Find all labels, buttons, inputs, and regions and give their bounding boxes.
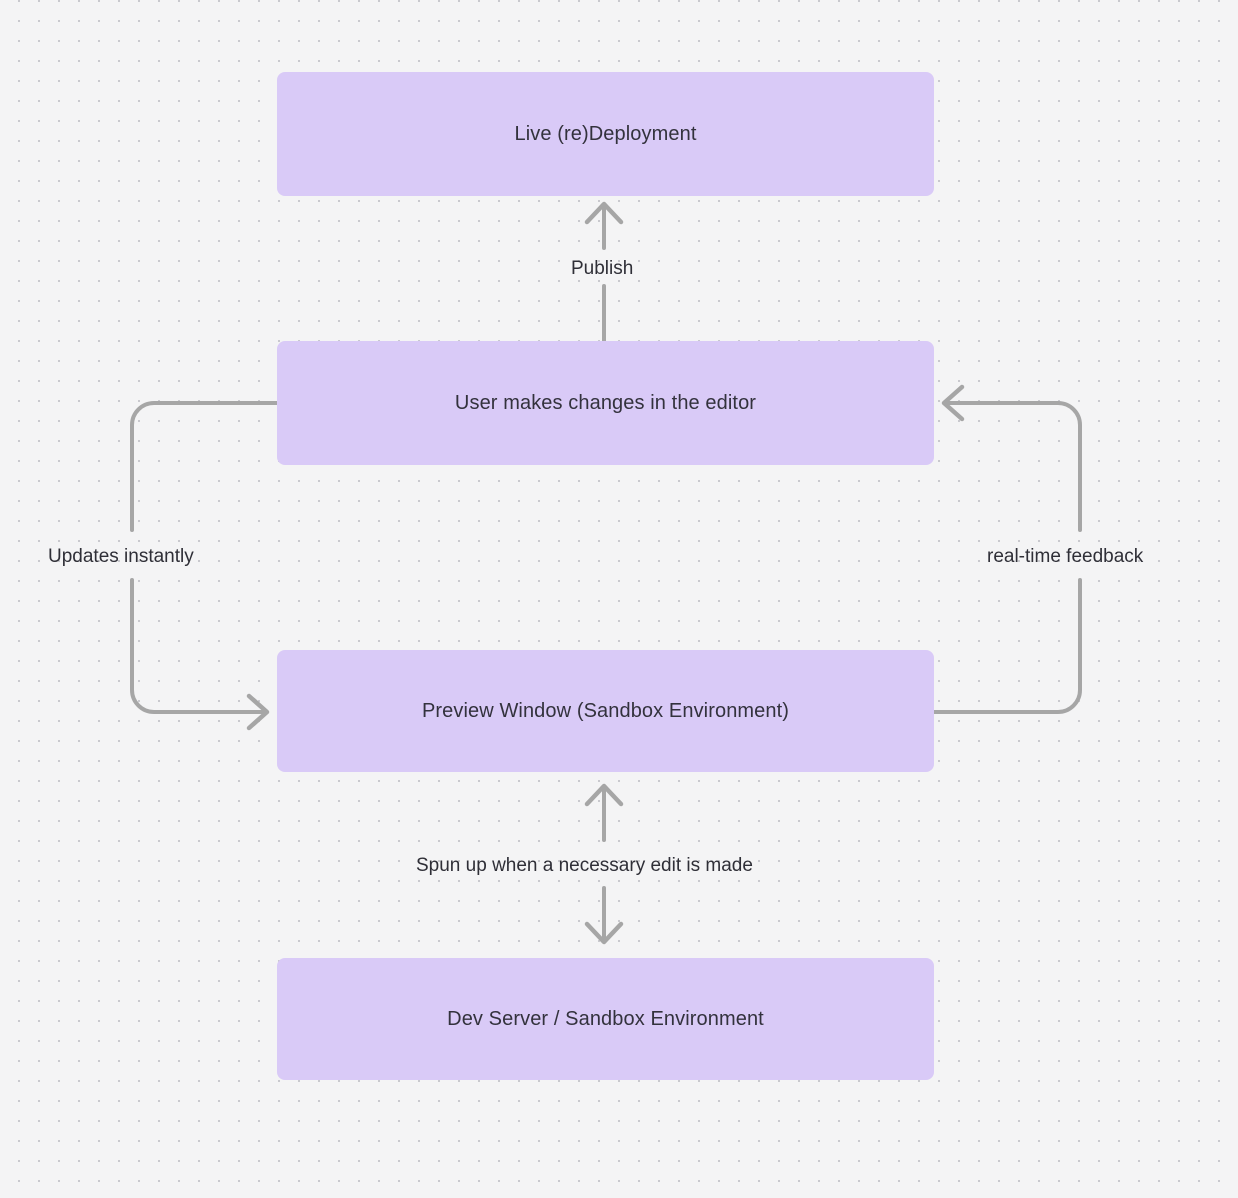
edge-label-spun-up: Spun up when a necessary edit is made [416,855,753,876]
edge-realtime-lower-segment [932,578,1082,714]
edge-publish-arrowhead [584,201,624,225]
edge-updates-arrowhead [246,693,270,731]
edge-realtime-arrowhead [941,384,965,422]
edge-updates-upper-segment [130,401,279,532]
node-dev-server[interactable]: Dev Server / Sandbox Environment [277,958,934,1080]
node-user-makes-changes[interactable]: User makes changes in the editor [277,341,934,465]
node-preview-window-label: Preview Window (Sandbox Environment) [421,700,790,722]
edge-label-updates-instantly: Updates instantly [48,546,194,567]
node-preview-window[interactable]: Preview Window (Sandbox Environment) [277,650,934,772]
node-dev-server-label: Dev Server / Sandbox Environment [447,1008,764,1030]
edge-label-realtime-feedback: real-time feedback [987,546,1144,567]
node-user-makes-changes-label: User makes changes in the editor [454,392,757,414]
edge-spun-arrowhead-down [584,921,624,945]
node-live-redeployment-label: Live (re)Deployment [514,123,697,145]
node-live-redeployment[interactable]: Live (re)Deployment [277,72,934,196]
edge-realtime-upper-segment [944,401,1082,532]
edge-updates-lower-segment [130,578,267,714]
edge-spun-arrowhead-up [584,783,624,807]
edge-label-publish: Publish [571,258,634,279]
